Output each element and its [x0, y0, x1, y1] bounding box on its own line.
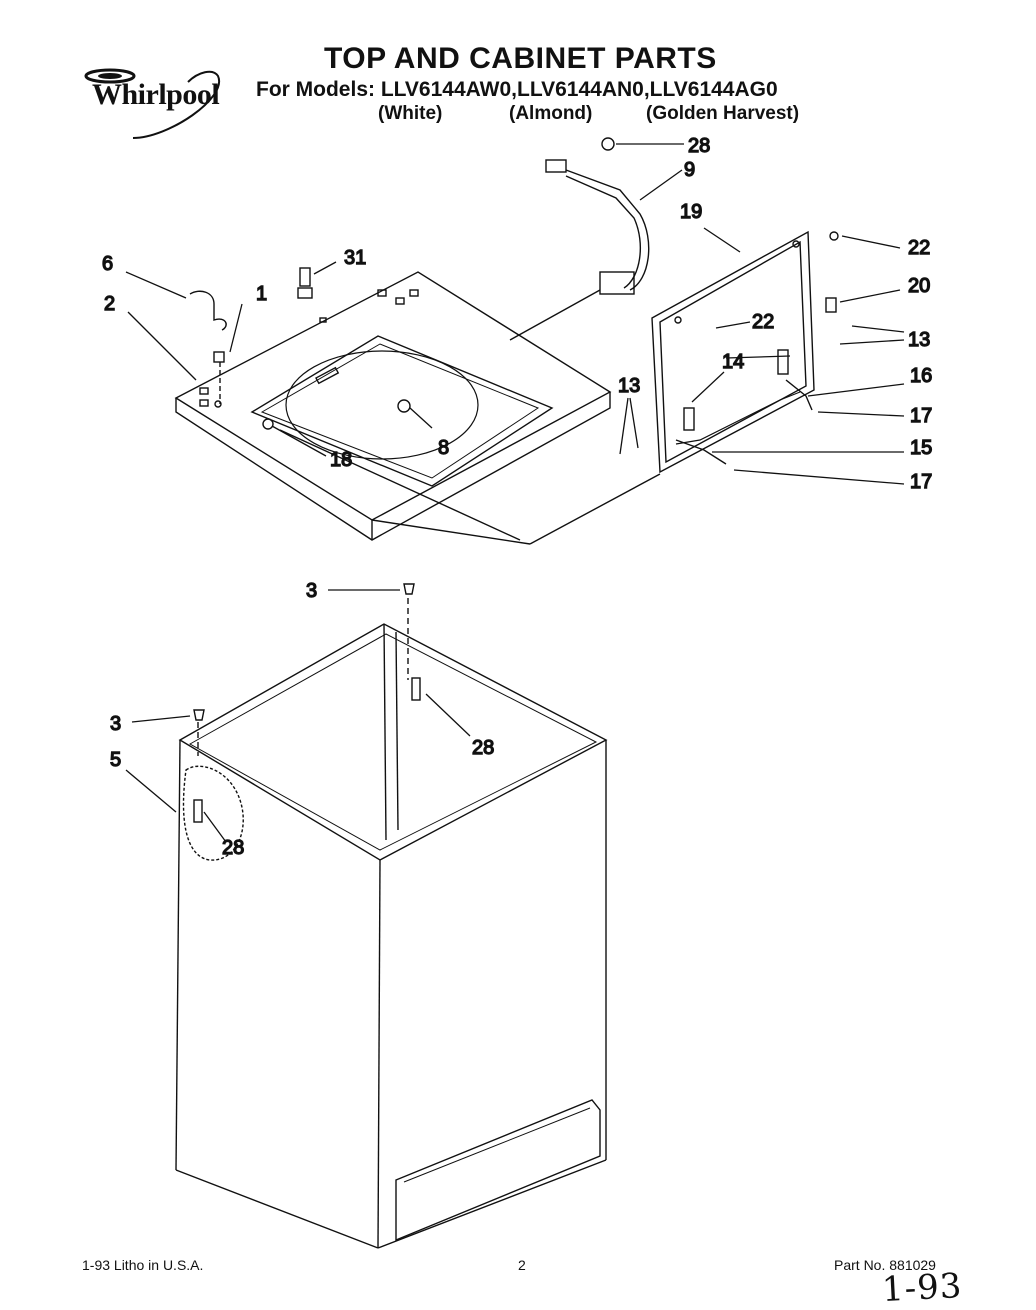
top-panel	[174, 271, 612, 541]
callout-13-right: 13	[908, 329, 930, 351]
callout-19: 19	[680, 201, 702, 223]
footer-part-number: Part No. 881029	[834, 1257, 936, 1273]
callout-17-upper: 17	[910, 405, 932, 427]
cabinet	[175, 583, 608, 1249]
models-line: For Models: LLV6144AW0,LLV6144AN0,LLV614…	[256, 78, 778, 101]
lid-frame	[651, 230, 839, 474]
callout-16: 16	[910, 365, 932, 387]
page-title: TOP AND CABINET PARTS	[324, 42, 717, 75]
variant-almond: (Almond)	[509, 103, 593, 124]
variant-golden-harvest: (Golden Harvest)	[646, 103, 800, 124]
callout-20: 20	[908, 275, 930, 297]
callout-15: 15	[910, 437, 932, 459]
variant-white: (White)	[378, 103, 443, 124]
callout-28-cabinet: 28	[472, 737, 494, 759]
footer-litho: 1-93 Litho in U.S.A.	[82, 1257, 204, 1273]
callout-18: 18	[330, 449, 352, 471]
callout-1: 1	[256, 283, 267, 305]
callout-3-upper: 3	[306, 580, 317, 602]
whirlpool-logo	[84, 68, 221, 139]
callout-6: 6	[102, 253, 113, 275]
callout-9: 9	[684, 159, 695, 181]
callout-2: 2	[104, 293, 115, 315]
callout-14: 14	[722, 351, 744, 373]
footer-page-number: 2	[518, 1257, 526, 1273]
callout-28-top: 28	[688, 135, 710, 157]
callout-31: 31	[344, 247, 366, 269]
callout-22-right: 22	[908, 237, 930, 259]
callout-17-lower: 17	[910, 471, 932, 493]
callout-5: 5	[110, 749, 121, 771]
callout-8: 8	[438, 437, 449, 459]
callout-22-inner: 22	[752, 311, 774, 333]
lid-switch-harness	[545, 137, 650, 295]
callout-3-lower: 3	[110, 713, 121, 735]
callout-28-cutaway: 28	[222, 837, 244, 859]
leader-lines	[125, 143, 905, 843]
callout-13-left: 13	[618, 375, 640, 397]
brand-wordmark: Whirlpool	[92, 78, 220, 111]
handwritten-date: 1-93	[881, 1265, 964, 1310]
